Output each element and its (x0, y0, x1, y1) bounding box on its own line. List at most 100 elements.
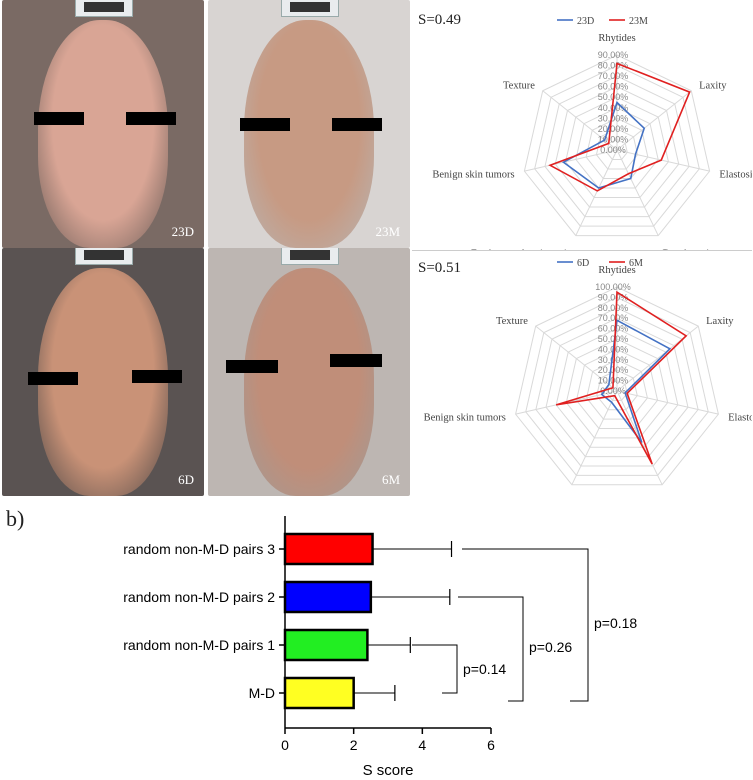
legend-label: 23M (629, 16, 648, 27)
legend-label: 23D (577, 16, 594, 27)
face-photo: 23D (2, 0, 204, 248)
significance-bracket (458, 596, 524, 702)
x-tick-label: 6 (487, 737, 495, 753)
radar-axis-label: Laxity (706, 316, 734, 327)
clip-device (75, 0, 133, 17)
eye-bar (330, 354, 382, 367)
x-tick-label: 2 (350, 737, 358, 753)
p-value-label: p=0.18 (594, 615, 637, 631)
radar-axis-label: Texture (503, 81, 535, 92)
bar-chart-svg: random non-M-D pairs 3 random non-M-D pai… (123, 516, 637, 779)
bar (283, 676, 355, 710)
radar-series-23M (548, 62, 691, 192)
significance-bracket (412, 644, 458, 694)
radar-spoke (616, 149, 710, 172)
photo-tag: 6M (381, 472, 400, 487)
s-score-label: S=0.49 (418, 12, 462, 28)
radar-grid-ring (565, 338, 669, 439)
radar-axis-label: Rhytides (598, 265, 635, 276)
radar-tick-label: 90.00% (598, 292, 629, 302)
face (244, 19, 374, 248)
radar-grid-ring (565, 96, 669, 199)
bar (283, 580, 373, 614)
radar-tick-label: 100.00% (595, 282, 631, 292)
legend-label: 6D (577, 258, 589, 269)
radar-axis-label: Erythema telangiectasia (471, 249, 572, 250)
radar-chart-bottom: 0.00%10.00%20.00%30.00%40.00%50.00%60.00… (412, 252, 752, 496)
legend-label: 6M (629, 258, 643, 269)
radar-spoke (616, 149, 659, 236)
radar-grid-ring (525, 296, 709, 476)
radar-series-6D (600, 319, 672, 444)
face-photo: 6D (2, 248, 204, 496)
x-tick-label: 4 (418, 737, 426, 753)
radar-tick-label: 0.00% (600, 386, 626, 396)
radar-spoke (616, 390, 719, 415)
eye-bar (226, 360, 278, 373)
radar-chart-svg: 0.00%10.00%20.00%30.00%40.00%50.00%60.00… (432, 16, 752, 250)
radar-tick-label: 80.00% (598, 61, 629, 71)
radar-grid-ring (606, 138, 628, 161)
face (38, 19, 168, 248)
radar-chart-top: 0.00%10.00%20.00%30.00%40.00%50.00%60.00… (412, 0, 752, 250)
eye-bar (34, 112, 84, 125)
p-value-label: p=0.26 (529, 639, 572, 655)
radar-spoke (535, 325, 618, 392)
radar-spoke (571, 390, 618, 485)
radar-spoke (524, 149, 618, 172)
category-label: random non-M-D pairs 1 (123, 637, 275, 653)
photo-tag: 23D (171, 224, 194, 239)
bar (283, 532, 374, 566)
eye-bar (132, 370, 182, 383)
radar-grid-ring (575, 107, 659, 189)
clip-device (281, 0, 339, 17)
bar-chart: random non-M-D pairs 3 random non-M-D pai… (0, 500, 753, 780)
eye-bar (126, 112, 176, 125)
s-score-label: S=0.51 (418, 260, 462, 276)
radar-grid-ring (554, 86, 680, 208)
radar-grid-ring (523, 54, 711, 237)
radar-tick-label: 20.00% (598, 124, 629, 134)
radar-axis-label: Benign skin tumors (424, 412, 506, 423)
radar-tick-label: 50.00% (598, 334, 629, 344)
eye-bar (28, 372, 78, 385)
radar-tick-label: 10.00% (598, 134, 629, 144)
panel-b-label: b) (6, 506, 25, 531)
radar-axis-label: Texture (496, 316, 528, 327)
radar-tick-label: 90.00% (598, 50, 629, 60)
radar-axis-label: Rhytides (598, 33, 635, 44)
radar-tick-label: 0.00% (600, 145, 626, 155)
radar-spoke (575, 149, 618, 236)
p-value-label: p=0.14 (463, 661, 506, 677)
radar-grid-ring (515, 286, 719, 486)
radar-axis-label: Dyschromia (663, 249, 715, 250)
x-tick-label: 0 (281, 737, 289, 753)
radar-series-23D (561, 101, 646, 189)
face (244, 267, 374, 496)
radar-chart-svg: 0.00%10.00%20.00%30.00%40.00%50.00%60.00… (424, 258, 752, 486)
radar-grid-ring (555, 328, 679, 448)
divider (412, 250, 752, 251)
radar-grid-ring (595, 128, 639, 170)
radar-grid-ring (534, 65, 700, 227)
eye-bar (240, 118, 290, 131)
clip-device (281, 248, 339, 265)
face-photo: 6M (208, 248, 410, 496)
photo-tag: 6D (178, 472, 194, 487)
radar-tick-label: 70.00% (598, 71, 629, 81)
category-label: random non-M-D pairs 2 (123, 589, 275, 605)
category-label: random non-M-D pairs 3 (123, 541, 275, 557)
radar-axis-label: Elastosis (728, 412, 752, 423)
radar-tick-label: 70.00% (598, 313, 629, 323)
radar-tick-label: 80.00% (598, 303, 629, 313)
radar-grid-ring (535, 307, 699, 467)
radar-tick-label: 30.00% (598, 113, 629, 123)
radar-axis-label: Benign skin tumors (432, 169, 514, 180)
category-label: M-D (249, 685, 275, 701)
x-axis-label: S score (363, 762, 414, 775)
eye-bar (332, 118, 382, 131)
bar (283, 628, 369, 662)
radar-tick-label: 60.00% (598, 324, 629, 334)
clip-device (75, 248, 133, 265)
significance-bracket (462, 548, 589, 702)
